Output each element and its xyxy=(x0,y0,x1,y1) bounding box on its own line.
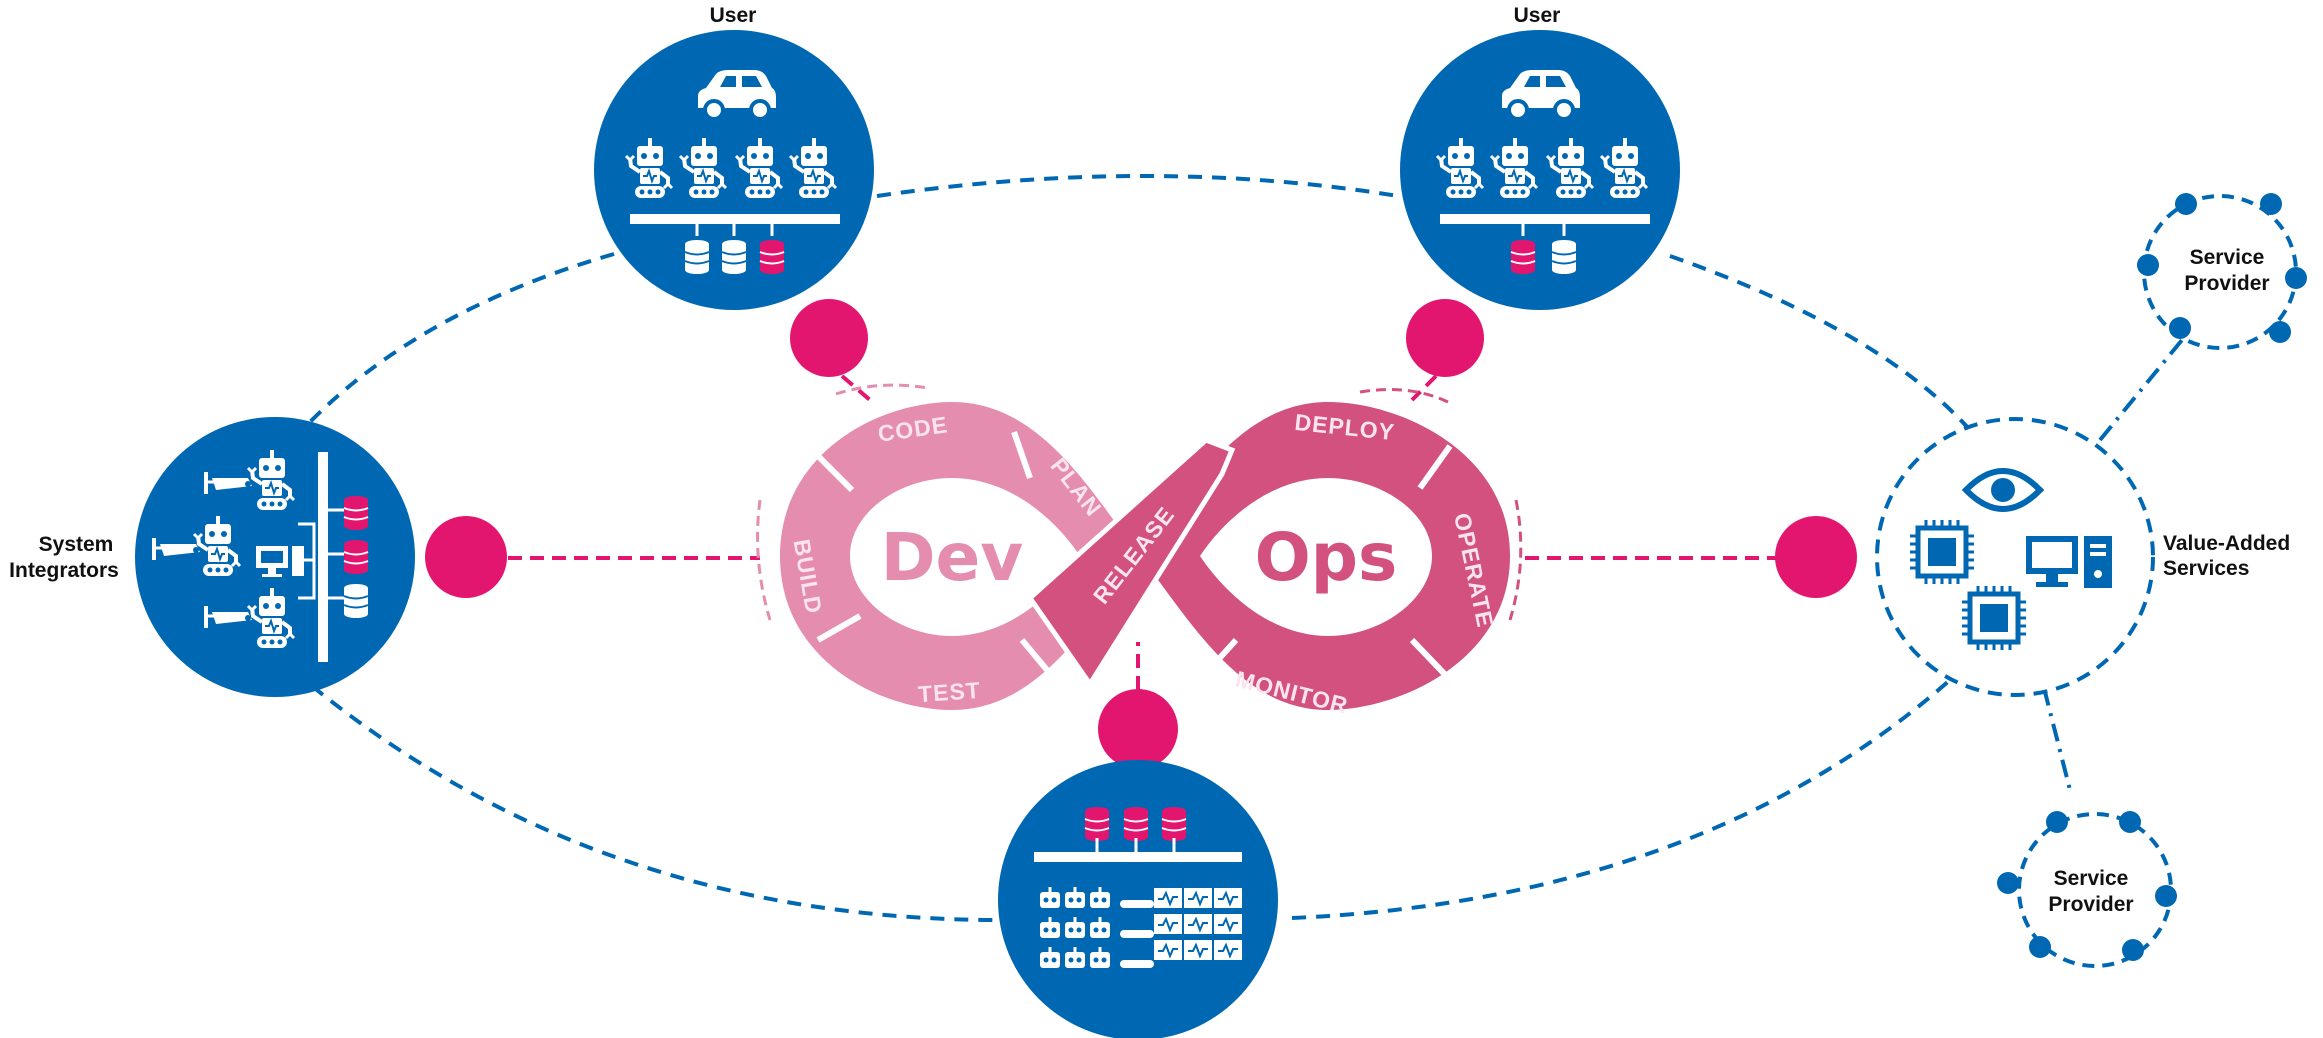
monitor-icon xyxy=(256,546,304,577)
node-bottom xyxy=(998,760,1278,1038)
dot-value-added xyxy=(1775,516,1857,598)
release-arrow xyxy=(1026,437,1236,689)
database-icon xyxy=(1510,239,1536,275)
dot-bottom xyxy=(1098,689,1178,769)
label-user-right: User xyxy=(1514,4,1561,27)
database-icon xyxy=(343,539,369,575)
devops-loop: Dev Ops CODE PLAN BUILD TEST RELEASE DEP… xyxy=(756,383,1523,719)
stage-test: TEST xyxy=(917,677,981,707)
node-user-right xyxy=(1400,30,1680,310)
ops-label: Ops xyxy=(1255,519,1398,596)
devops-connectors xyxy=(508,374,1778,690)
connection-dots xyxy=(425,299,1857,769)
service-provider-links xyxy=(2042,338,2184,791)
label-service-provider-top-1: Service xyxy=(2190,246,2265,269)
computer-icon xyxy=(2026,536,2112,588)
database-icon xyxy=(343,495,369,531)
label-service-provider-top-2: Provider xyxy=(2184,272,2269,295)
node-service-provider-top xyxy=(2137,193,2307,350)
database-icon xyxy=(759,239,785,275)
dev-ring xyxy=(780,402,1140,710)
node-service-provider-bottom xyxy=(1997,811,2177,968)
node-system-integrators xyxy=(135,417,415,697)
chip-icon xyxy=(1910,520,1974,584)
dot-user-left xyxy=(790,299,868,377)
dot-system-integrators xyxy=(425,516,507,598)
label-user-left: User xyxy=(710,4,757,27)
label-value-added-2: Services xyxy=(2163,557,2249,580)
dashboard-icon xyxy=(1153,887,1243,961)
eye-icon xyxy=(1961,468,2045,512)
database-icon xyxy=(343,583,369,619)
database-icon xyxy=(721,239,747,275)
database-icon xyxy=(1161,806,1187,842)
database-icon xyxy=(684,239,710,275)
label-service-provider-bottom-2: Provider xyxy=(2048,893,2133,916)
label-value-added-1: Value-Added xyxy=(2163,532,2290,555)
ecosystem-ring xyxy=(306,174,1972,922)
label-service-provider-bottom-1: Service xyxy=(2054,867,2129,890)
database-icon xyxy=(1084,806,1110,842)
chip-icon xyxy=(1962,586,2026,650)
database-icon xyxy=(1123,806,1149,842)
dev-label: Dev xyxy=(881,519,1024,596)
robot-icon xyxy=(1040,887,1154,968)
label-system-integrators-2: Integrators xyxy=(9,559,119,582)
label-system-integrators-1: System xyxy=(39,533,114,556)
database-icon xyxy=(1551,239,1577,275)
ops-ring xyxy=(1140,402,1510,710)
node-user-left xyxy=(594,30,874,310)
dot-user-right xyxy=(1406,299,1484,377)
node-value-added-services xyxy=(1875,417,2155,697)
